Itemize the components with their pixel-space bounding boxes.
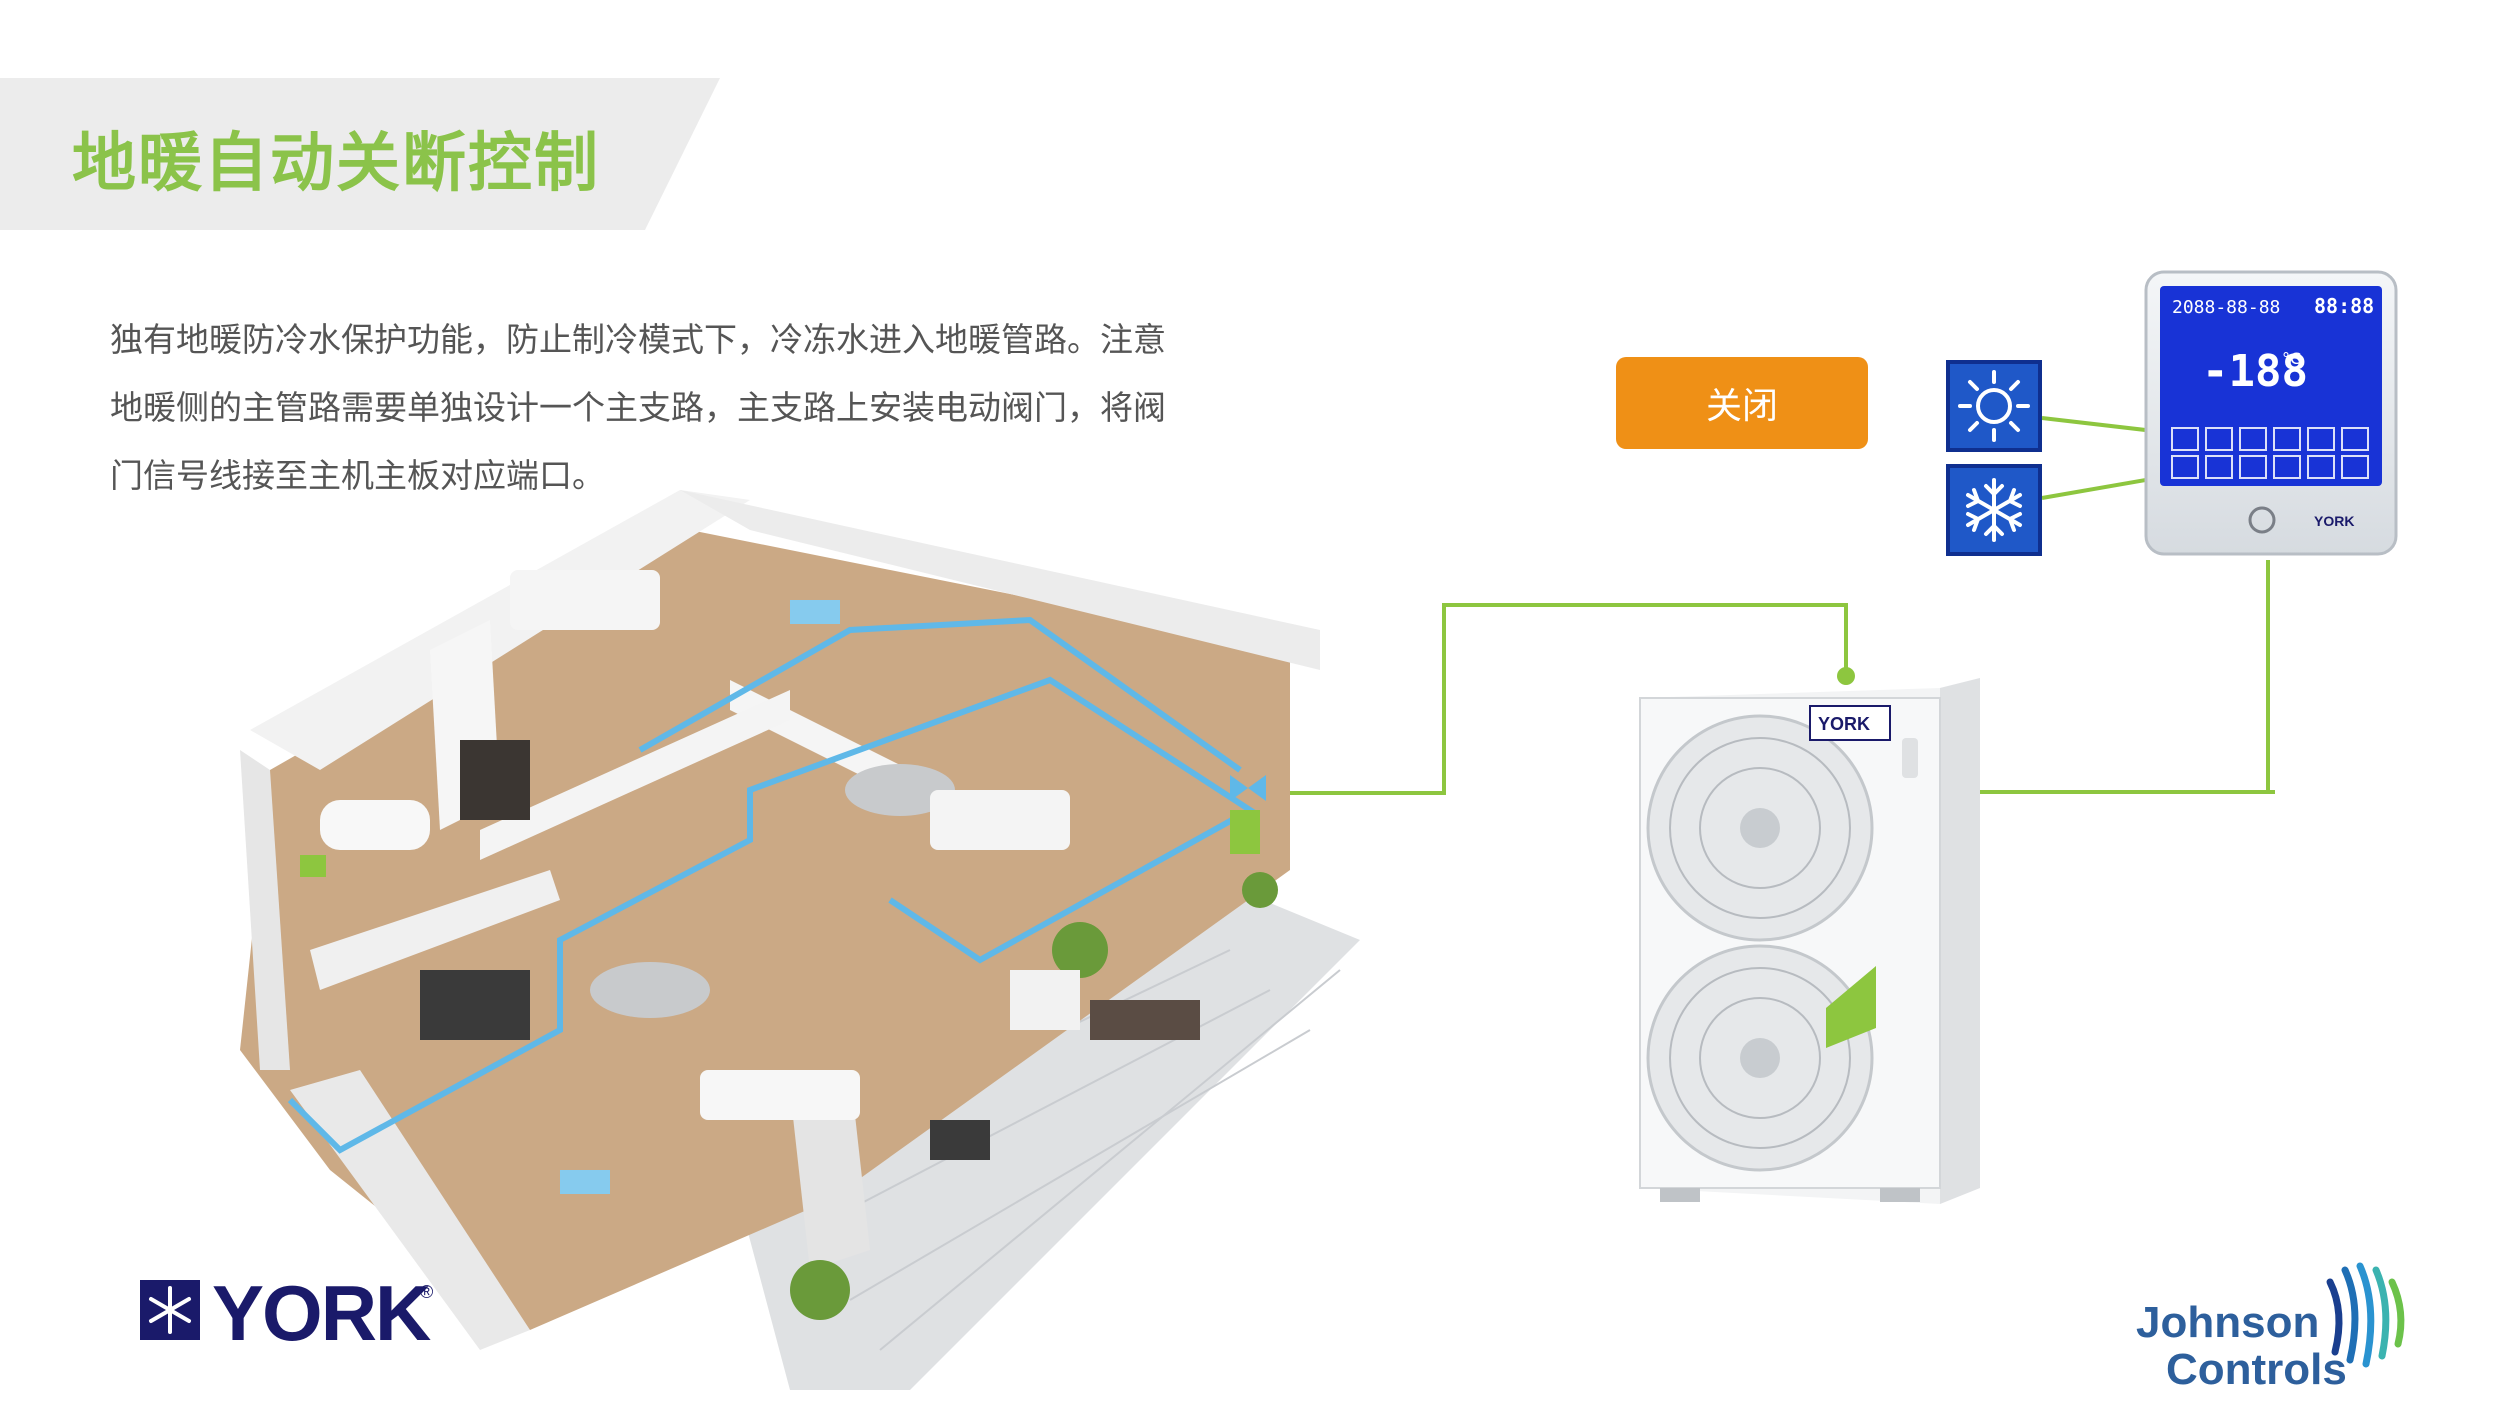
cool-mode-button[interactable]: [1946, 464, 2042, 556]
description-line: 地暖侧的主管路需要单独设计一个主支路，主支路上安装电动阀门，将阀: [110, 388, 1166, 427]
controller-time: 88:88: [2314, 294, 2374, 318]
close-button[interactable]: 关闭: [1616, 357, 1868, 449]
title-band: [0, 78, 720, 230]
snowflake-icon: [1966, 478, 2022, 542]
wall-controller: 2088-88-88 88:88 -188 °C YORK: [2144, 270, 2398, 556]
outdoor-unit: YORK: [1639, 678, 1980, 1204]
description-line: 独有地暖防冷水保护功能，防止制冷模式下，冷冻水进入地暖管路。注意: [110, 320, 1166, 359]
snowflake-icon: [149, 1286, 191, 1334]
controller-date: 2088-88-88: [2172, 297, 2280, 318]
york-logo-text: YORK: [212, 1269, 431, 1357]
johnson-controls-logo: [2326, 1262, 2405, 1368]
house-cutaway: [240, 490, 1360, 1390]
controller-brand: YORK: [2314, 513, 2354, 529]
jc-logo-line1: Johnson: [2136, 1298, 2320, 1347]
controller-unit: °C: [2282, 349, 2301, 368]
heat-mode-button[interactable]: [1946, 360, 2042, 452]
york-registered-mark: ®: [420, 1282, 434, 1302]
page-title: 地暖自动关断控制: [72, 127, 600, 201]
outdoor-brand: YORK: [1818, 714, 1870, 734]
york-logo: [140, 1280, 200, 1340]
description: 独有地暖防冷水保护功能，防止制冷模式下，冷冻水进入地暖管路。注意 地暖侧的主管路…: [110, 306, 1320, 510]
sun-icon: [1958, 370, 2030, 442]
description-line: 门信号线接至主机主板对应端口。: [110, 456, 605, 495]
jc-logo-line2: Controls: [2166, 1345, 2347, 1394]
controller-temperature: -188: [2202, 346, 2308, 397]
